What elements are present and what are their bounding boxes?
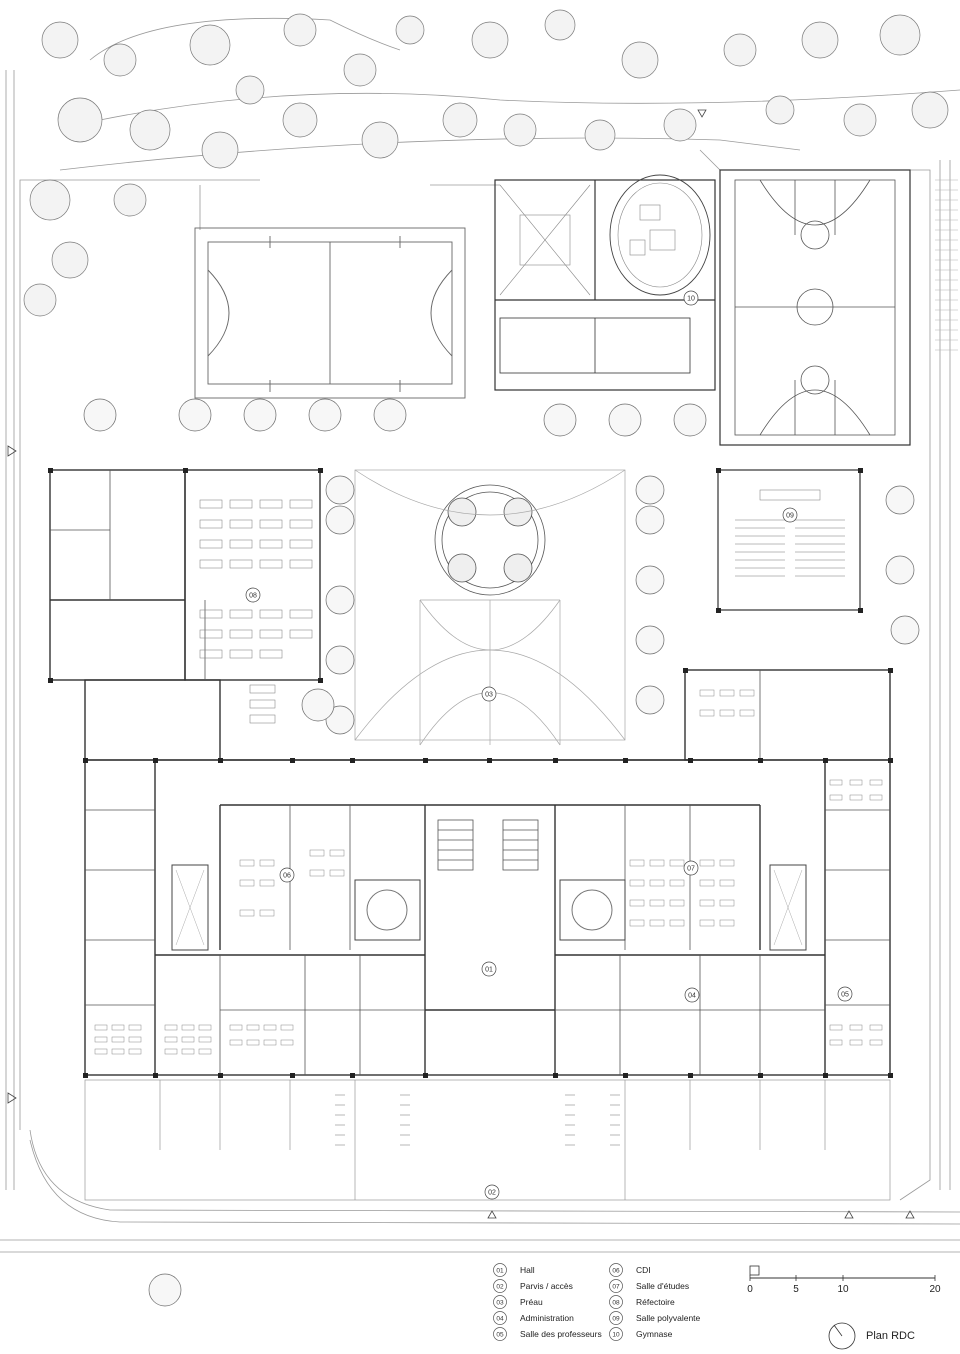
svg-text:Parvis / accès: Parvis / accès	[520, 1281, 573, 1291]
svg-text:CDI: CDI	[636, 1265, 651, 1275]
legend-item-08: 08 Réfectoire	[609, 1295, 675, 1309]
room-marker-05: 05	[837, 986, 853, 1002]
legend-item-07: 07 Salle d'études	[609, 1279, 689, 1293]
legend-item-03: 03 Préau	[493, 1295, 543, 1309]
svg-text:05: 05	[496, 1331, 504, 1338]
svg-text:Gymnase: Gymnase	[636, 1329, 673, 1339]
room-marker-02: 02	[484, 1184, 500, 1200]
svg-text:10: 10	[687, 296, 695, 303]
svg-text:09: 09	[786, 513, 794, 520]
svg-text:07: 07	[687, 866, 695, 873]
svg-text:04: 04	[688, 993, 696, 1000]
svg-text:Salle des professeurs: Salle des professeurs	[520, 1329, 602, 1339]
svg-text:01: 01	[485, 967, 493, 974]
svg-text:Hall: Hall	[520, 1265, 535, 1275]
entry-arrows	[7, 109, 915, 1219]
room-markers: 01 02 03 04 05 06 07 08	[245, 290, 853, 1200]
scale-bar-box	[749, 1265, 760, 1276]
svg-text:07: 07	[612, 1283, 620, 1290]
room-marker-09: 09	[782, 507, 798, 523]
svg-text:05: 05	[841, 992, 849, 999]
svg-text:04: 04	[496, 1315, 504, 1322]
svg-text:Administration: Administration	[520, 1313, 574, 1323]
gym-inner-lines	[499, 174, 711, 296]
scale-tick-0: 0	[747, 1284, 753, 1295]
legend-item-02: 02 Parvis / accès	[493, 1279, 573, 1293]
scale-tick-10: 10	[837, 1284, 849, 1295]
park-trees	[23, 9, 949, 317]
svg-text:01: 01	[496, 1267, 504, 1274]
inner-partitions	[50, 470, 890, 1075]
svg-text:Salle polyvalente: Salle polyvalente	[636, 1313, 701, 1323]
legend-item-10: 10 Gymnase	[609, 1327, 673, 1341]
room-marker-01: 01	[481, 961, 497, 977]
svg-text:06: 06	[612, 1267, 620, 1274]
right-stair-strip	[935, 179, 958, 351]
scale-tick-5: 5	[793, 1284, 799, 1295]
palm-circle	[434, 484, 546, 596]
legend-item-05: 05 Salle des professeurs	[493, 1327, 602, 1341]
svg-text:Réfectoire: Réfectoire	[636, 1297, 675, 1307]
room-marker-03: 03	[481, 686, 497, 702]
south-parvis	[84, 1079, 891, 1201]
refectory-tables	[199, 499, 313, 724]
svg-text:Salle d'études: Salle d'études	[636, 1281, 689, 1291]
scale-bar: 0 5 10 20	[747, 1265, 941, 1295]
svg-text:03: 03	[496, 1299, 504, 1306]
svg-text:02: 02	[496, 1283, 504, 1290]
multipurpose-hall	[717, 469, 861, 611]
legend: 01 Hall 02 Parvis / accès 03 Préau 04 Ad…	[493, 1263, 701, 1341]
legend-item-04: 04 Administration	[493, 1311, 574, 1325]
plan-title: Plan RDC	[866, 1330, 915, 1342]
svg-text:08: 08	[249, 593, 257, 600]
north-arrow-icon	[828, 1322, 856, 1350]
sports-field	[194, 227, 466, 399]
room-marker-07: 07	[683, 860, 699, 876]
room-marker-08: 08	[245, 587, 261, 603]
svg-text:02: 02	[488, 1190, 496, 1197]
legend-item-06: 06 CDI	[609, 1263, 651, 1277]
courtyard-geometry	[354, 469, 626, 746]
classroom-desks	[94, 689, 883, 1055]
legend-item-09: 09 Salle polyvalente	[609, 1311, 701, 1325]
gymnasium-building	[494, 169, 911, 446]
svg-text:10: 10	[612, 1331, 620, 1338]
svg-text:03: 03	[485, 692, 493, 699]
svg-text:09: 09	[612, 1315, 620, 1322]
structural-columns	[48, 468, 893, 1078]
basketball-court	[734, 179, 896, 436]
multipurpose-seating	[735, 489, 845, 577]
room-marker-10: 10	[683, 290, 699, 306]
svg-text:08: 08	[612, 1299, 620, 1306]
svg-text:06: 06	[283, 873, 291, 880]
svg-text:Préau: Préau	[520, 1297, 543, 1307]
inner-patios	[171, 864, 807, 951]
legend-item-01: 01 Hall	[493, 1263, 535, 1277]
scale-tick-20: 20	[929, 1284, 941, 1295]
hall-entrance-void	[426, 1012, 554, 1074]
room-marker-04: 04	[684, 987, 700, 1003]
courtyard-trees	[83, 398, 920, 1307]
central-stairs	[437, 819, 539, 871]
room-marker-06: 06	[279, 867, 295, 883]
